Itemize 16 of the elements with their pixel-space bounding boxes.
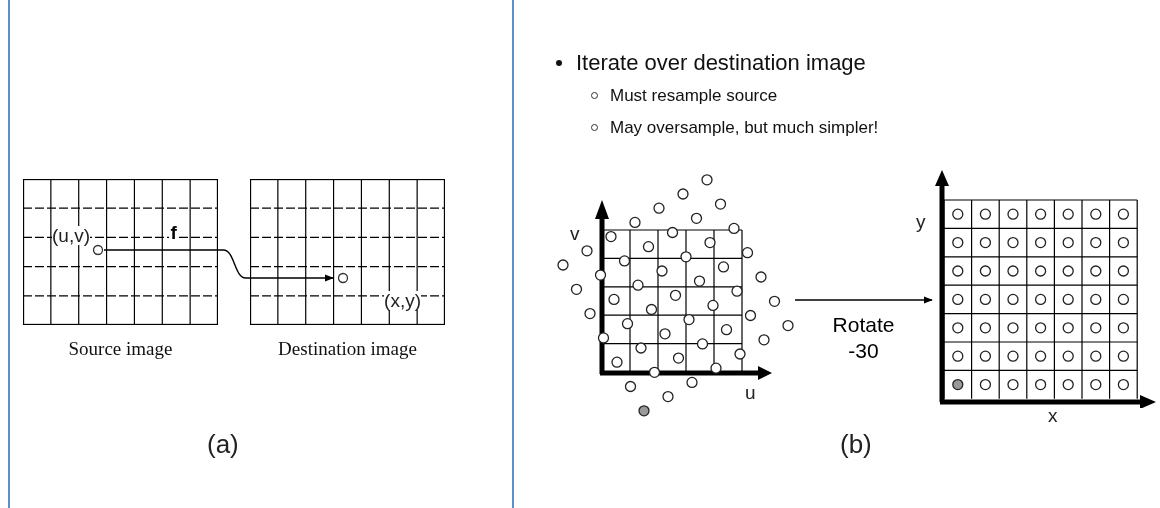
bullet-text: May oversample, but much simpler! — [610, 116, 879, 139]
bullet-text: Must resample source — [610, 85, 778, 107]
image-caption: Source image — [67, 337, 174, 361]
arrow — [103, 249, 334, 282]
axis-label: v — [570, 224, 580, 243]
coordinate-label: (x,y) — [384, 291, 421, 310]
panel-label: (b) — [840, 431, 872, 457]
edge-label: f — [168, 223, 179, 242]
axis-label: y — [916, 212, 926, 231]
image-caption: Destination image — [277, 337, 418, 361]
axis-label: u — [745, 383, 756, 402]
arrow — [794, 296, 933, 304]
coordinate-label: (u,v) — [52, 226, 90, 245]
panel-label: (a) — [207, 431, 239, 457]
axis-label: x — [1048, 406, 1058, 425]
bullet-text: Iterate over destination image — [576, 49, 866, 77]
